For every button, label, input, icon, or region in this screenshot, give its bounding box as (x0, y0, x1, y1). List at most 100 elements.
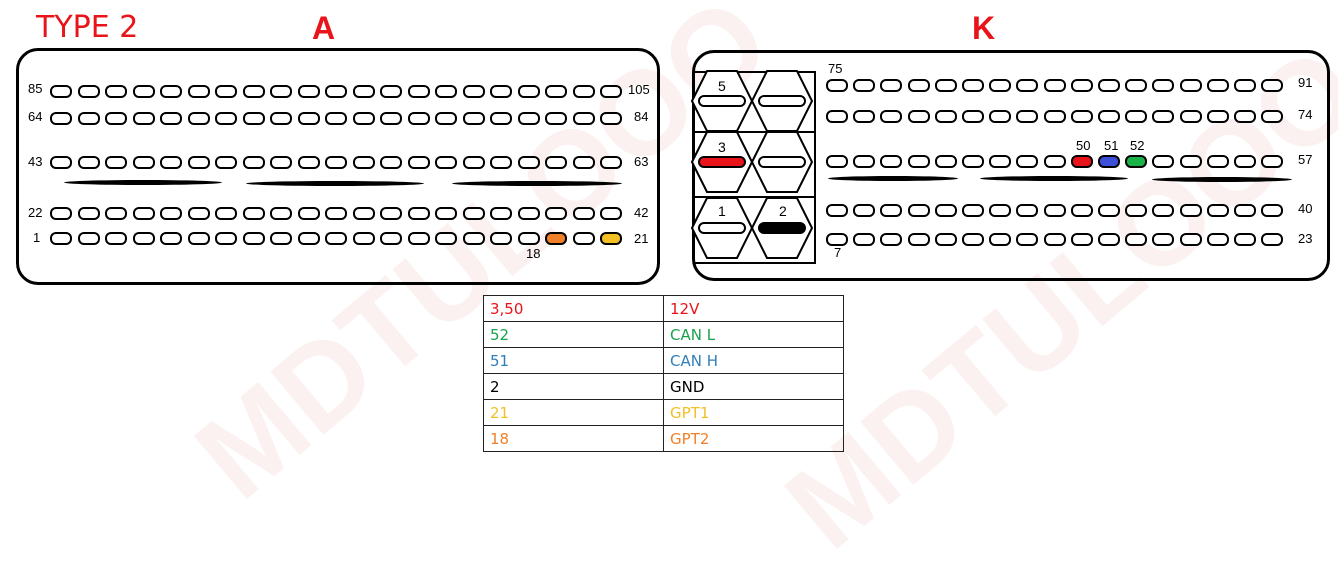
label-52: 52 (1130, 138, 1145, 153)
pin (934, 233, 957, 246)
legend-signal: 12V (663, 295, 844, 322)
pin (1152, 79, 1175, 92)
pin (1070, 155, 1093, 168)
pin (270, 232, 292, 245)
label-2-k: 2 (779, 203, 787, 219)
pin (880, 79, 903, 92)
pin (297, 112, 320, 125)
pin (517, 85, 540, 98)
legend-signal: GPT2 (663, 425, 844, 452)
legend-pin: 52 (483, 321, 664, 348)
connector-k-letter: K (972, 10, 996, 46)
pin (1234, 204, 1256, 217)
pin (187, 112, 210, 125)
pin (50, 112, 72, 125)
label-84: 84 (634, 109, 649, 124)
pin (77, 112, 100, 125)
label-51: 51 (1104, 138, 1119, 153)
label-63: 63 (634, 154, 649, 169)
pin (826, 233, 848, 246)
pin (297, 207, 320, 220)
pin (297, 156, 320, 169)
pin (989, 79, 1012, 92)
pin (1098, 204, 1120, 217)
pin (853, 155, 876, 168)
pin (215, 85, 237, 98)
connector-a-letter: A (312, 10, 336, 46)
pin (907, 233, 930, 246)
pin (407, 85, 430, 98)
pin (380, 207, 402, 220)
pin (490, 232, 512, 245)
pin (1261, 110, 1284, 123)
pin (880, 233, 903, 246)
pin (1234, 79, 1256, 92)
pin (297, 85, 320, 98)
pin (1043, 110, 1066, 123)
pin (517, 232, 540, 245)
pin (1098, 233, 1120, 246)
pin (962, 155, 984, 168)
pin (907, 204, 930, 217)
label-18: 18 (526, 246, 541, 261)
pin (572, 112, 595, 125)
label-74: 74 (1298, 107, 1313, 122)
pin (545, 112, 567, 125)
pin (325, 112, 347, 125)
pin (1234, 110, 1256, 123)
key-bar (246, 181, 424, 186)
pin (77, 156, 100, 169)
pin (132, 112, 155, 125)
pin (826, 79, 848, 92)
pin (545, 156, 567, 169)
pin (1016, 110, 1039, 123)
pin (187, 207, 210, 220)
label-7: 7 (834, 245, 842, 260)
legend-pin: 3,50 (483, 295, 664, 322)
pin (1070, 79, 1093, 92)
pin (1043, 155, 1066, 168)
pin (1070, 204, 1093, 217)
pin (242, 207, 265, 220)
pin (880, 110, 903, 123)
pin (215, 156, 237, 169)
pin (853, 110, 876, 123)
label-75: 75 (828, 61, 843, 76)
pin (187, 232, 210, 245)
pin (380, 85, 402, 98)
key-bar (828, 176, 958, 181)
label-57: 57 (1298, 152, 1313, 167)
pin (270, 207, 292, 220)
pin (1098, 155, 1120, 168)
pin (325, 85, 347, 98)
pin (1206, 233, 1229, 246)
pin (989, 204, 1012, 217)
pin (934, 79, 957, 92)
label-22: 22 (28, 205, 43, 220)
pin (1206, 110, 1229, 123)
diagram-title: TYPE 2 (36, 10, 139, 45)
pin (1016, 155, 1039, 168)
pin (1234, 233, 1256, 246)
pin (1016, 204, 1039, 217)
pin (600, 156, 622, 169)
power-pins (690, 70, 814, 259)
legend-signal: CAN L (663, 321, 844, 348)
pin (132, 207, 155, 220)
power-block-divider (693, 131, 816, 133)
pin (853, 233, 876, 246)
pin (77, 232, 100, 245)
pin (1125, 110, 1148, 123)
pin (77, 207, 100, 220)
pin (962, 204, 984, 217)
power-pin-slot (698, 222, 746, 234)
pin (1206, 79, 1229, 92)
pin (880, 155, 903, 168)
pin (1125, 79, 1148, 92)
pin (1098, 110, 1120, 123)
pin (407, 112, 430, 125)
pin (352, 112, 375, 125)
